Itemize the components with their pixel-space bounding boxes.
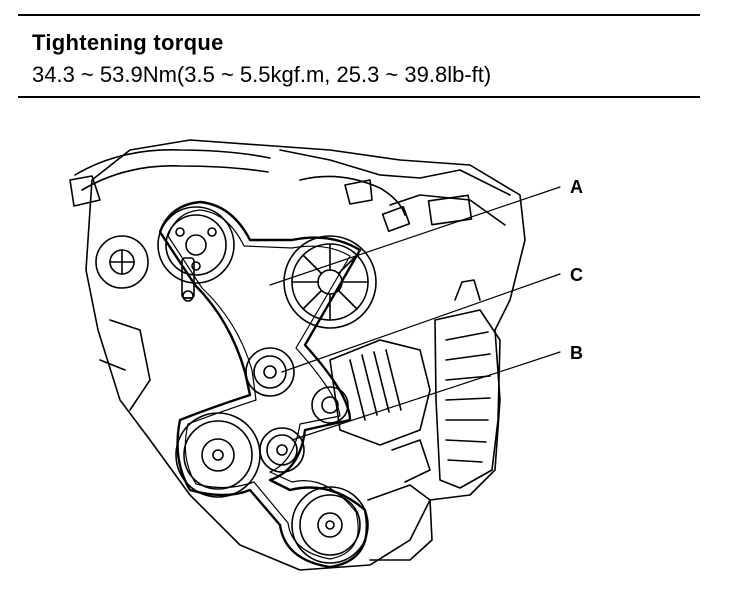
leader-line-b bbox=[291, 351, 561, 441]
callout-b: B bbox=[570, 343, 583, 363]
water-pump-pulley bbox=[283, 235, 377, 329]
intake-hose bbox=[74, 149, 271, 176]
power-steering-pulley bbox=[157, 206, 235, 284]
callout-a: A bbox=[570, 177, 583, 197]
heat-shield bbox=[434, 309, 501, 489]
alternator-body bbox=[329, 339, 431, 446]
callout-c: C bbox=[570, 265, 583, 285]
torque-spec-box: Tightening torque 34.3 ~ 53.9Nm(3.5 ~ 5.… bbox=[18, 14, 700, 98]
ac-compressor-body bbox=[367, 484, 433, 561]
engine-block-outline bbox=[85, 139, 526, 571]
torque-title: Tightening torque bbox=[32, 30, 224, 55]
torque-value: 34.3 ~ 53.9Nm(3.5 ~ 5.5kgf.m, 25.3 ~ 39.… bbox=[32, 62, 492, 87]
drive-belt bbox=[158, 200, 368, 569]
ac-compressor-pulley bbox=[291, 486, 369, 564]
rear-left-pulley bbox=[95, 235, 149, 289]
leader-line-a bbox=[269, 186, 561, 286]
idler-pulley-b bbox=[259, 427, 305, 473]
leader-line-c bbox=[281, 273, 561, 373]
